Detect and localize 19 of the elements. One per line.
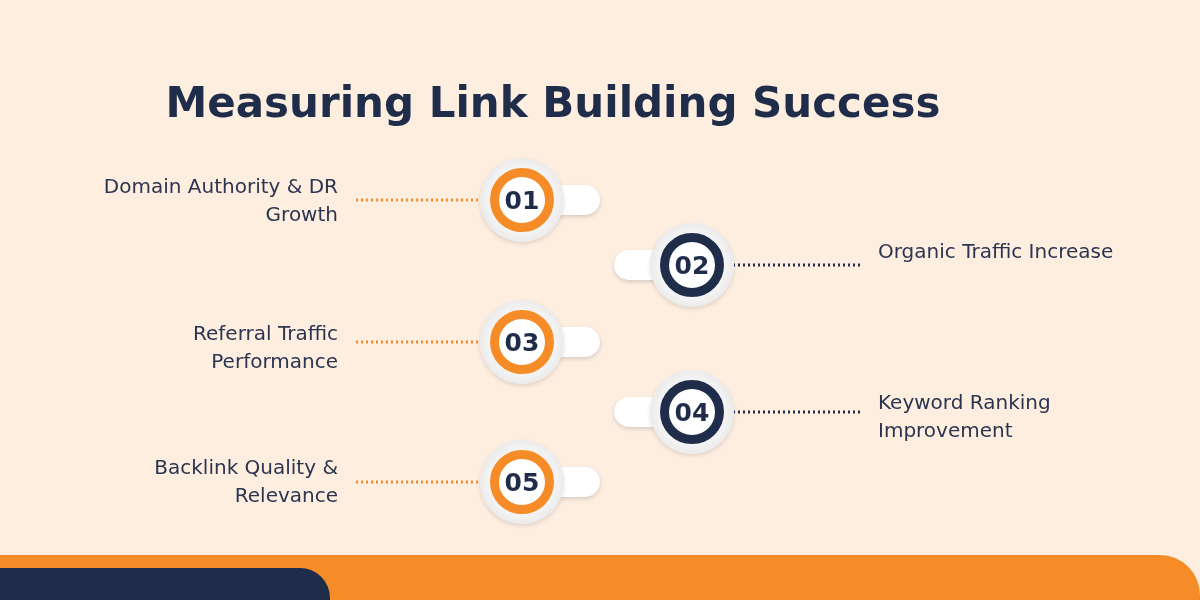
step-number: 03 bbox=[504, 327, 540, 357]
step-number: 02 bbox=[674, 250, 710, 280]
step-label: Referral Traffic Performance bbox=[80, 319, 356, 375]
number-circle bbox=[650, 223, 734, 307]
step-number: 05 bbox=[504, 467, 540, 497]
step-label: Domain Authority & DR Growth bbox=[80, 172, 356, 228]
number-circle bbox=[480, 158, 564, 242]
step-label: Organic Traffic Increase bbox=[860, 237, 1160, 265]
title: Measuring Link Building Success bbox=[164, 78, 942, 127]
step-number: 04 bbox=[674, 397, 710, 427]
dotted-connector bbox=[356, 340, 480, 344]
number-circle bbox=[650, 370, 734, 454]
step-number: 01 bbox=[504, 185, 540, 215]
number-circle bbox=[480, 440, 564, 524]
step-label: Keyword Ranking Improvement bbox=[860, 388, 1160, 444]
step-label: Backlink Quality & Relevance bbox=[80, 453, 356, 509]
number-circle bbox=[480, 300, 564, 384]
dotted-connector bbox=[356, 198, 480, 202]
dotted-connector bbox=[356, 480, 480, 484]
